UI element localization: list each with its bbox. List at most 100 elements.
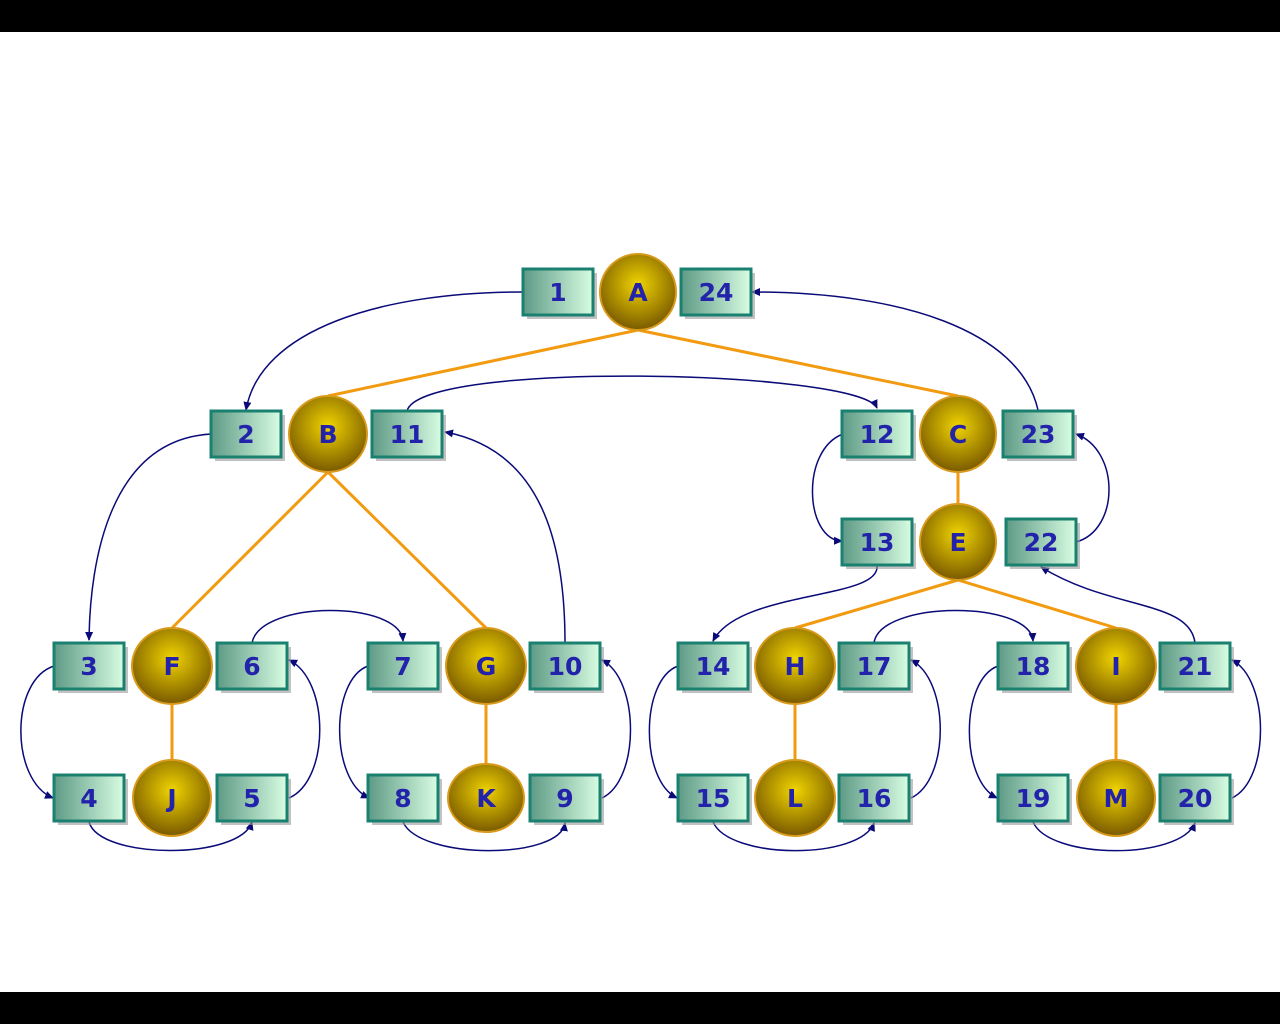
node-label-M: M <box>1104 784 1129 813</box>
number-box-24: 24 <box>679 267 755 319</box>
number-box-22: 22 <box>1004 517 1080 569</box>
traversal-arrow-3-to-4 <box>20 665 55 799</box>
node-label-C: C <box>949 420 967 449</box>
number-box-7: 7 <box>366 641 442 693</box>
node-label-F: F <box>163 652 180 681</box>
number-label-14: 14 <box>696 652 731 681</box>
traversal-arrow-17-to-18 <box>873 609 1037 644</box>
traversal-arrow-19-to-20 <box>1032 821 1196 852</box>
traversal-arrow-11-to-12 <box>406 375 878 412</box>
number-box-2: 2 <box>209 409 285 461</box>
traversal-arrow-5-to-6 <box>288 659 321 799</box>
number-box-20: 20 <box>1158 773 1234 825</box>
node-label-H: H <box>785 652 806 681</box>
traversal-arrow-18-to-19 <box>968 665 999 799</box>
number-label-17: 17 <box>857 652 892 681</box>
tree-edges <box>170 328 1118 764</box>
number-label-9: 9 <box>556 784 573 813</box>
tree-node-G: G <box>445 627 527 705</box>
traversal-arrow-21-to-22 <box>1040 566 1196 644</box>
tree-edge-E-I <box>957 578 1117 630</box>
tree-edge-B-F <box>170 470 330 630</box>
top-black-bar <box>0 0 1280 32</box>
tree-node-M: M <box>1076 759 1156 837</box>
number-label-7: 7 <box>394 652 411 681</box>
traversal-arrow-23-to-24 <box>751 288 1039 411</box>
number-label-4: 4 <box>80 784 97 813</box>
traversal-arrow-14-to-15 <box>648 665 679 799</box>
traversal-arrow-10-to-11 <box>444 429 566 644</box>
node-label-I: I <box>1111 652 1120 681</box>
number-box-21: 21 <box>1158 641 1234 693</box>
number-label-3: 3 <box>80 652 97 681</box>
number-label-1: 1 <box>549 278 566 307</box>
traversal-arrow-15-to-16 <box>712 821 875 852</box>
number-label-8: 8 <box>394 784 411 813</box>
node-label-E: E <box>949 528 966 557</box>
number-box-23: 23 <box>1001 409 1077 461</box>
number-box-1: 1 <box>521 267 597 319</box>
number-label-10: 10 <box>548 652 583 681</box>
tree-node-J: J <box>132 759 212 837</box>
number-label-23: 23 <box>1021 420 1056 449</box>
traversal-arrow-8-to-9 <box>402 821 568 852</box>
number-box-8: 8 <box>366 773 442 825</box>
tree-node-F: F <box>131 627 213 705</box>
number-box-13: 13 <box>840 517 916 569</box>
number-box-15: 15 <box>676 773 752 825</box>
number-label-18: 18 <box>1016 652 1051 681</box>
tree-node-K: K <box>447 763 525 833</box>
traversal-arrow-22-to-23 <box>1075 432 1110 543</box>
number-box-16: 16 <box>837 773 913 825</box>
number-box-3: 3 <box>52 641 128 693</box>
traversal-arrow-1-to-2 <box>243 291 524 411</box>
number-box-6: 6 <box>215 641 291 693</box>
traversal-arrow-6-to-7 <box>251 609 407 644</box>
traversal-arrow-12-to-13 <box>811 433 844 545</box>
number-box-18: 18 <box>996 641 1072 693</box>
traversal-arrow-4-to-5 <box>88 821 254 852</box>
tree-edge-B-G <box>326 470 488 630</box>
number-label-21: 21 <box>1178 652 1213 681</box>
traversal-arrow-7-to-8 <box>338 665 370 799</box>
number-label-5: 5 <box>243 784 260 813</box>
number-label-2: 2 <box>237 420 254 449</box>
node-label-L: L <box>787 784 803 813</box>
tree-node-E: E <box>919 503 997 581</box>
traversal-arrow-20-to-21 <box>1231 659 1262 799</box>
number-box-11: 11 <box>370 409 446 461</box>
number-label-15: 15 <box>696 784 731 813</box>
node-label-G: G <box>476 652 497 681</box>
tree-node-C: C <box>919 395 997 473</box>
number-label-22: 22 <box>1024 528 1059 557</box>
number-label-13: 13 <box>860 528 895 557</box>
traversal-arrow-2-to-3 <box>85 433 212 641</box>
number-box-17: 17 <box>837 641 913 693</box>
node-label-K: K <box>476 784 497 813</box>
bottom-black-bar <box>0 992 1280 1024</box>
traversal-arrow-9-to-10 <box>601 659 632 799</box>
number-label-16: 16 <box>857 784 892 813</box>
number-box-19: 19 <box>996 773 1072 825</box>
tree-node-B: B <box>288 395 368 473</box>
node-label-A: A <box>628 278 648 307</box>
traversal-arrow-13-to-14 <box>712 565 878 642</box>
number-box-14: 14 <box>676 641 752 693</box>
tree-node-L: L <box>754 759 836 837</box>
number-label-24: 24 <box>699 278 734 307</box>
tree-edge-A-C <box>637 328 959 398</box>
number-box-9: 9 <box>528 773 604 825</box>
traversal-arrow-16-to-17 <box>910 659 941 799</box>
number-label-6: 6 <box>243 652 260 681</box>
tree-edge-A-B <box>327 328 639 398</box>
number-box-12: 12 <box>840 409 916 461</box>
number-label-12: 12 <box>860 420 895 449</box>
number-box-5: 5 <box>215 773 291 825</box>
number-box-10: 10 <box>528 641 604 693</box>
number-label-20: 20 <box>1178 784 1213 813</box>
node-label-B: B <box>318 420 337 449</box>
tree-node-A: A <box>599 253 677 331</box>
traversal-arrows <box>20 288 1262 852</box>
tree-nodes: A B C E F G H I J K L M <box>131 253 1157 837</box>
